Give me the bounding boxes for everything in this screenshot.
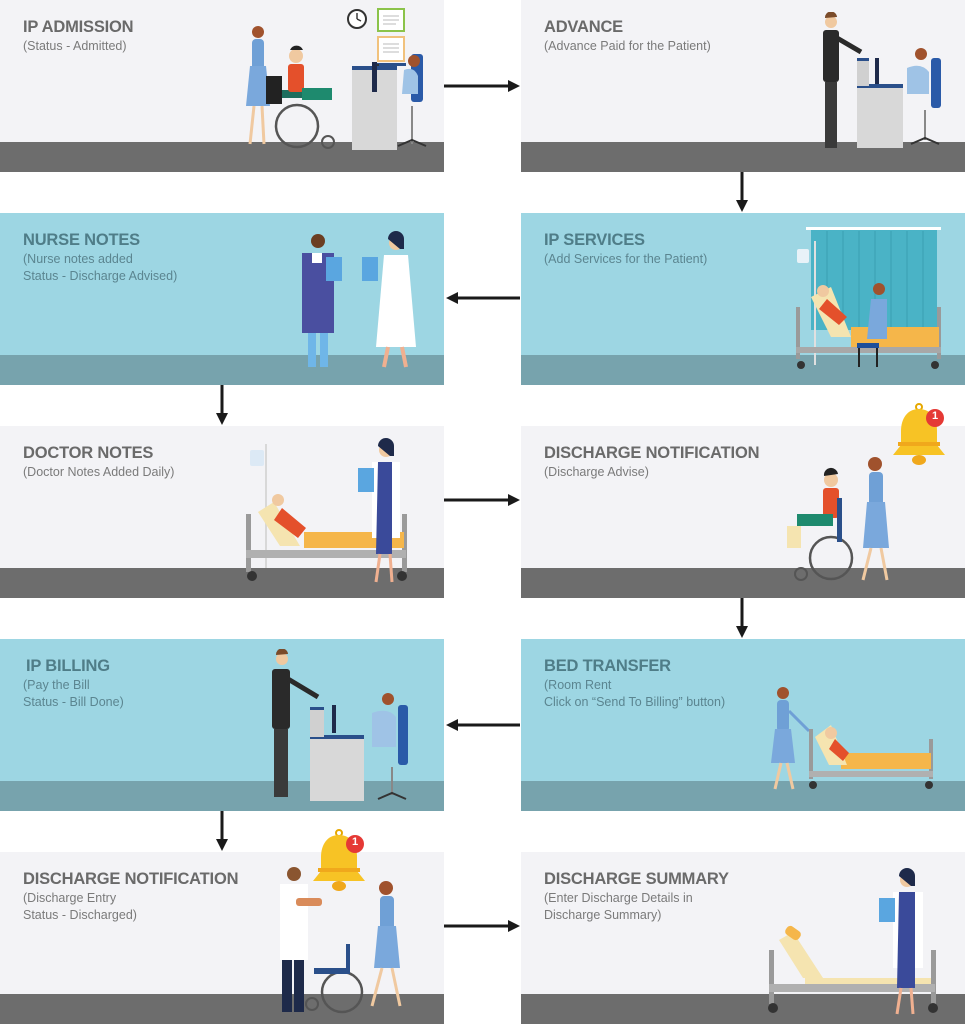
step-title: IP SERVICES xyxy=(544,231,645,249)
step-discharge-notification-entry: DISCHARGE NOTIFICATION (Discharge Entry … xyxy=(0,852,444,1024)
notification-badge: 1 xyxy=(931,410,939,422)
step-advance: ADVANCE (Advance Paid for the Patient) xyxy=(521,0,965,172)
nurse-wheelchair-reception-icon xyxy=(246,8,427,150)
floor xyxy=(0,568,444,598)
flow-arrow-right xyxy=(444,80,520,92)
step-description-line-1: (Enter Discharge Details in xyxy=(544,891,693,905)
flow-arrow-down xyxy=(216,811,228,851)
step-discharge-summary: DISCHARGE SUMMARY (Enter Discharge Detai… xyxy=(521,852,965,1024)
nurse-wheelchair-bell-icon xyxy=(787,457,889,581)
doctors-clipboards-icon xyxy=(302,231,416,368)
step-ip-services: IP SERVICES (Add Services for the Patien… xyxy=(521,213,965,385)
step-description: (Doctor Notes Added Daily) xyxy=(23,465,175,479)
floor xyxy=(521,568,965,598)
step-doctor-notes: DOCTOR NOTES (Doctor Notes Added Daily) xyxy=(0,426,444,598)
step-title: DISCHARGE NOTIFICATION xyxy=(544,444,760,462)
step-description-line-2: Click on “Send To Billing” button) xyxy=(544,694,726,709)
step-title: BED TRANSFER xyxy=(544,657,671,675)
flow-arrow-left xyxy=(446,292,520,304)
doctor-nurse-wheelchair-bell-icon xyxy=(280,867,402,1014)
step-nurse-notes: NURSE NOTES (Nurse notes added Status - … xyxy=(0,213,444,385)
floor xyxy=(0,994,444,1024)
step-description: (Add Services for the Patient) xyxy=(544,252,708,266)
billing-desk-icon xyxy=(272,649,408,801)
step-description-line-1: (Nurse notes added xyxy=(23,252,133,266)
step-description: (Advance Paid for the Patient) xyxy=(544,39,711,53)
flow-arrow-down xyxy=(736,172,748,212)
step-description-line-1: (Room Rent xyxy=(544,678,612,692)
floor xyxy=(0,781,444,811)
step-description: (Status - Admitted) xyxy=(23,39,127,53)
step-title: NURSE NOTES xyxy=(23,231,140,249)
step-title: DISCHARGE NOTIFICATION xyxy=(23,870,239,888)
nurse-bedside-care-icon xyxy=(796,227,941,369)
floor xyxy=(0,355,444,385)
step-ip-billing: IP BILLING (Pay the Bill Status - Bill D… xyxy=(0,639,444,811)
step-title: IP BILLING xyxy=(26,657,110,675)
step-discharge-notification-advise: DISCHARGE NOTIFICATION (Discharge Advise… xyxy=(521,426,965,598)
flow-arrow-right xyxy=(444,494,520,506)
step-ip-admission: IP ADMISSION (Status - Admitted) xyxy=(0,0,444,172)
notification-badge: 1 xyxy=(351,836,359,848)
flow-arrow-right xyxy=(444,920,520,932)
step-description-line-1: (Pay the Bill xyxy=(23,678,90,692)
step-title: DISCHARGE SUMMARY xyxy=(544,870,729,888)
flow-arrow-down xyxy=(736,598,748,638)
step-bed-transfer: BED TRANSFER (Room Rent Click on “Send T… xyxy=(521,639,965,811)
notification-bell-icon: 1 xyxy=(890,402,950,468)
payment-reception-desk-icon xyxy=(823,12,941,148)
floor xyxy=(521,994,965,1024)
step-title: ADVANCE xyxy=(544,18,623,36)
floor xyxy=(521,355,965,385)
step-description: (Discharge Advise) xyxy=(544,465,649,479)
step-title: IP ADMISSION xyxy=(23,18,134,36)
step-description-line-2: Discharge Summary) xyxy=(544,907,662,922)
step-description-line-2: Status - Discharge Advised) xyxy=(23,268,178,283)
step-description-line-1: (Discharge Entry xyxy=(23,891,117,905)
doctor-patient-bed-icon xyxy=(246,438,407,583)
step-description-line-2: Status - Discharged) xyxy=(23,907,137,922)
notification-bell-icon: 1 xyxy=(310,828,370,894)
floor xyxy=(521,781,965,811)
doctor-empty-bed-icon xyxy=(768,868,938,1015)
nurse-pushing-bed-icon xyxy=(771,687,933,790)
flow-arrow-down xyxy=(216,385,228,425)
flow-arrow-left xyxy=(446,719,520,731)
step-title: DOCTOR NOTES xyxy=(23,444,154,462)
step-description-line-2: Status - Bill Done) xyxy=(23,694,124,709)
